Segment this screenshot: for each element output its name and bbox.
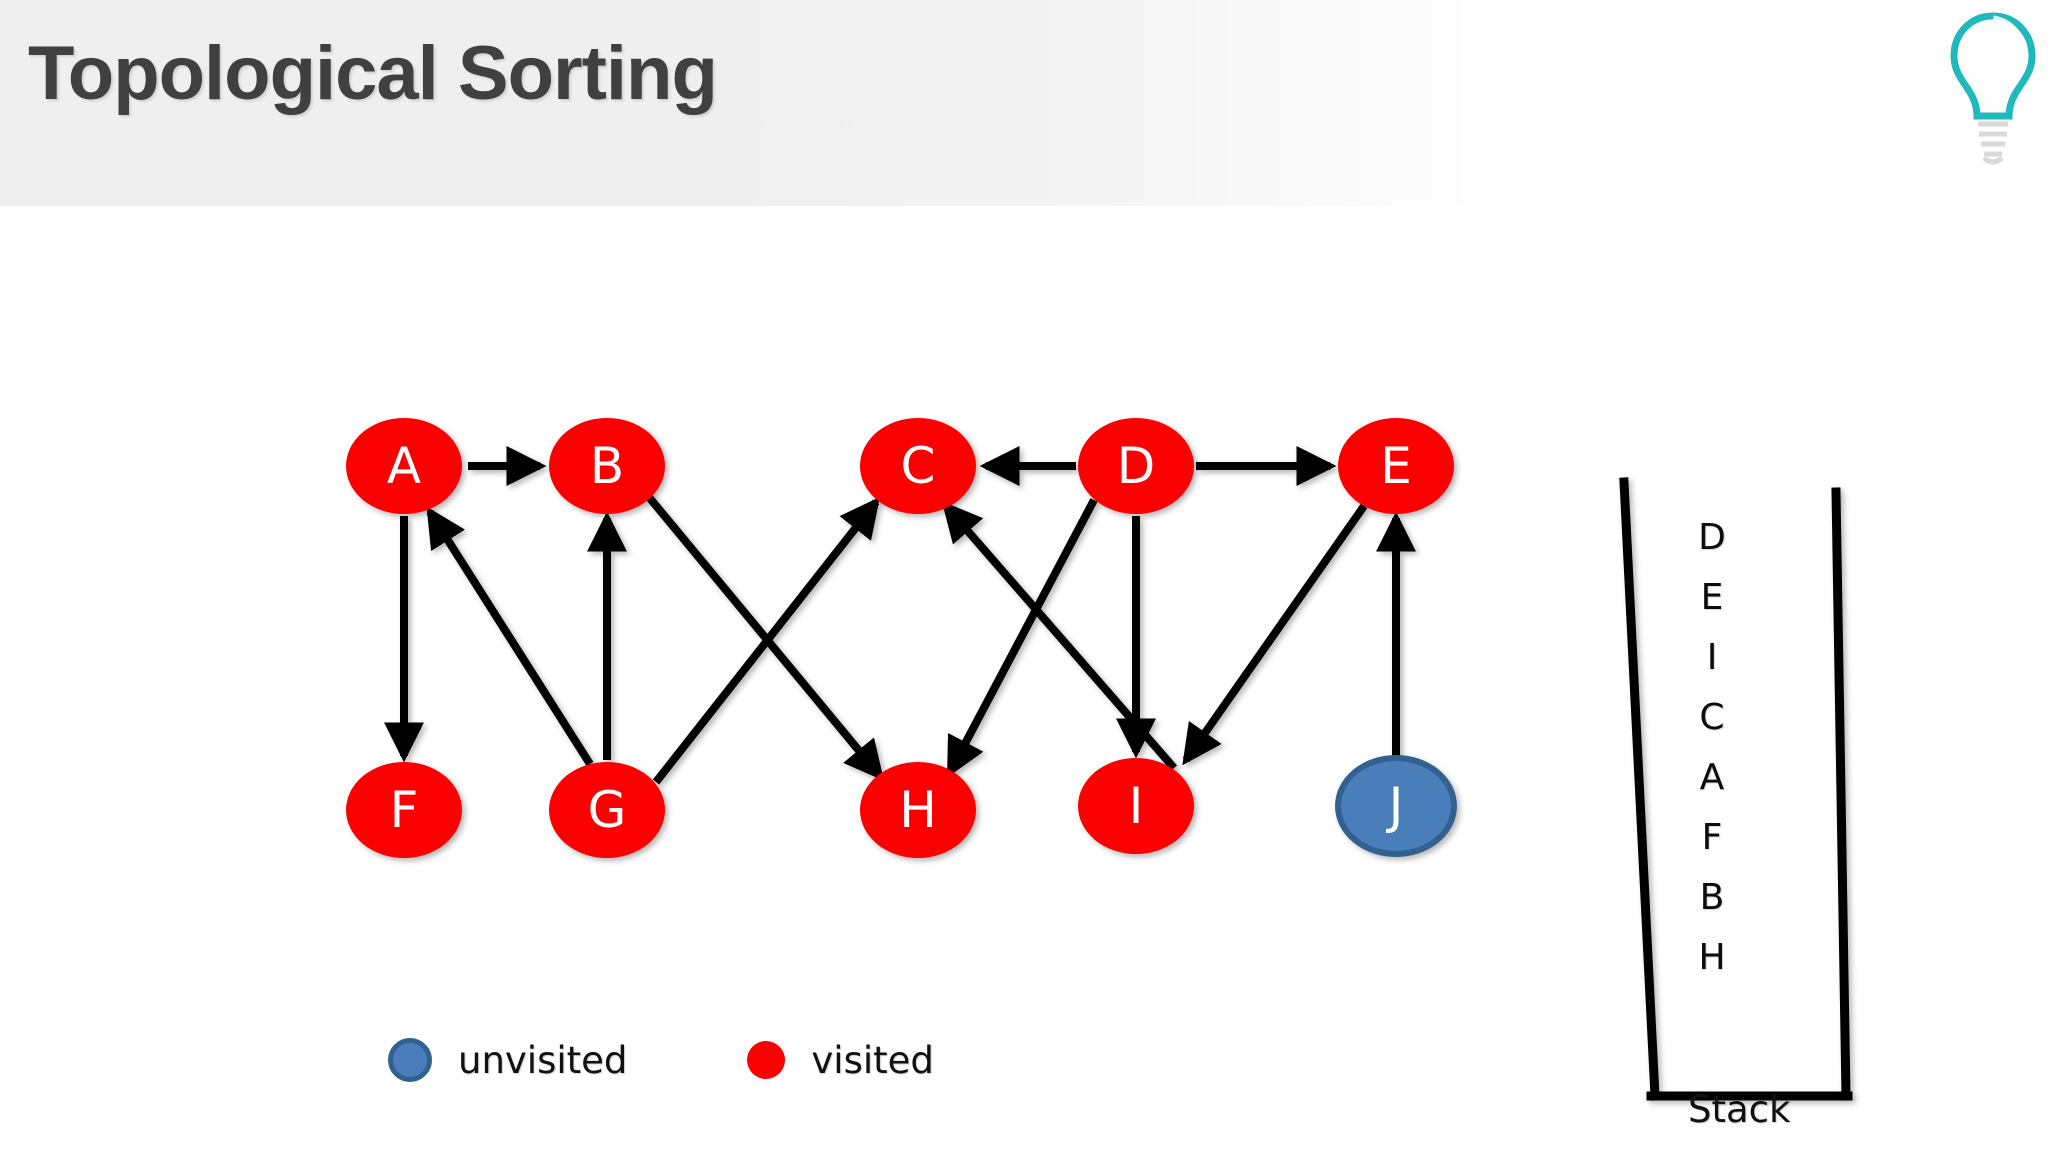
unvisited-swatch-icon [388, 1038, 432, 1082]
node-circle [1078, 758, 1194, 854]
node-label: E [1380, 437, 1412, 495]
legend-item-visited: visited [747, 1039, 934, 1082]
node-label: I [1129, 777, 1144, 835]
graph-node-b[interactable]: B [549, 418, 665, 514]
edge-D-H [946, 498, 1098, 778]
stack-item: B [1699, 877, 1725, 918]
graph-node-c[interactable]: C [860, 418, 976, 514]
stack-item: C [1699, 697, 1725, 738]
stack-outline [1619, 477, 1853, 1101]
stack-left-wall [1619, 477, 1660, 1101]
stack-item: F [1701, 817, 1723, 858]
graph-node-d[interactable]: D [1078, 418, 1194, 514]
edge-B-H [644, 493, 885, 781]
page-title: Topological Sorting [28, 31, 718, 116]
graph-nodes: A B C D E F G H I J [346, 418, 1457, 858]
stack-item: E [1700, 577, 1724, 618]
graph-node-f[interactable]: F [346, 762, 462, 858]
header-band [0, 0, 1520, 206]
edge-E-I [1182, 503, 1368, 766]
visited-swatch-icon [747, 1041, 786, 1079]
stack-item: A [1699, 757, 1725, 798]
node-circle [860, 418, 976, 514]
node-label: H [899, 781, 937, 839]
legend-label-unvisited: unvisited [458, 1038, 628, 1082]
stack-item: D [1698, 517, 1726, 558]
graph-node-g[interactable]: G [549, 762, 665, 858]
node-circle [549, 762, 665, 858]
node-label: F [390, 781, 419, 839]
node-circle [1338, 418, 1454, 514]
graph-node-i[interactable]: I [1078, 758, 1194, 854]
stack-item: I [1706, 637, 1718, 678]
node-circle [346, 762, 462, 858]
node-circle [549, 418, 665, 514]
graph-node-h[interactable]: H [860, 762, 976, 858]
legend-label-visited: visited [811, 1038, 934, 1082]
graph-node-j[interactable]: J [1335, 755, 1457, 857]
node-label: C [901, 437, 936, 495]
stack-right-wall [1831, 487, 1851, 1101]
node-circle [1078, 418, 1194, 514]
node-circle [860, 762, 976, 858]
graph-node-a[interactable]: A [346, 418, 462, 514]
legend: unvisited visited [388, 1038, 934, 1082]
node-label: J [1386, 777, 1404, 835]
node-label: D [1117, 437, 1156, 495]
lightbulb-icon [1950, 12, 2036, 165]
node-circle [1335, 755, 1457, 857]
graph-edges [384, 446, 1416, 785]
edge-I-C [941, 501, 1178, 771]
graph-node-e[interactable]: E [1338, 418, 1454, 514]
node-label: G [588, 781, 627, 839]
legend-item-unvisited: unvisited [388, 1038, 627, 1082]
node-circle [346, 418, 462, 514]
node-label: A [387, 437, 421, 495]
stack-item: H [1698, 937, 1726, 978]
node-label: B [590, 437, 624, 495]
edge-G-A [426, 506, 594, 767]
stack-label: Stack [1688, 1088, 1791, 1131]
